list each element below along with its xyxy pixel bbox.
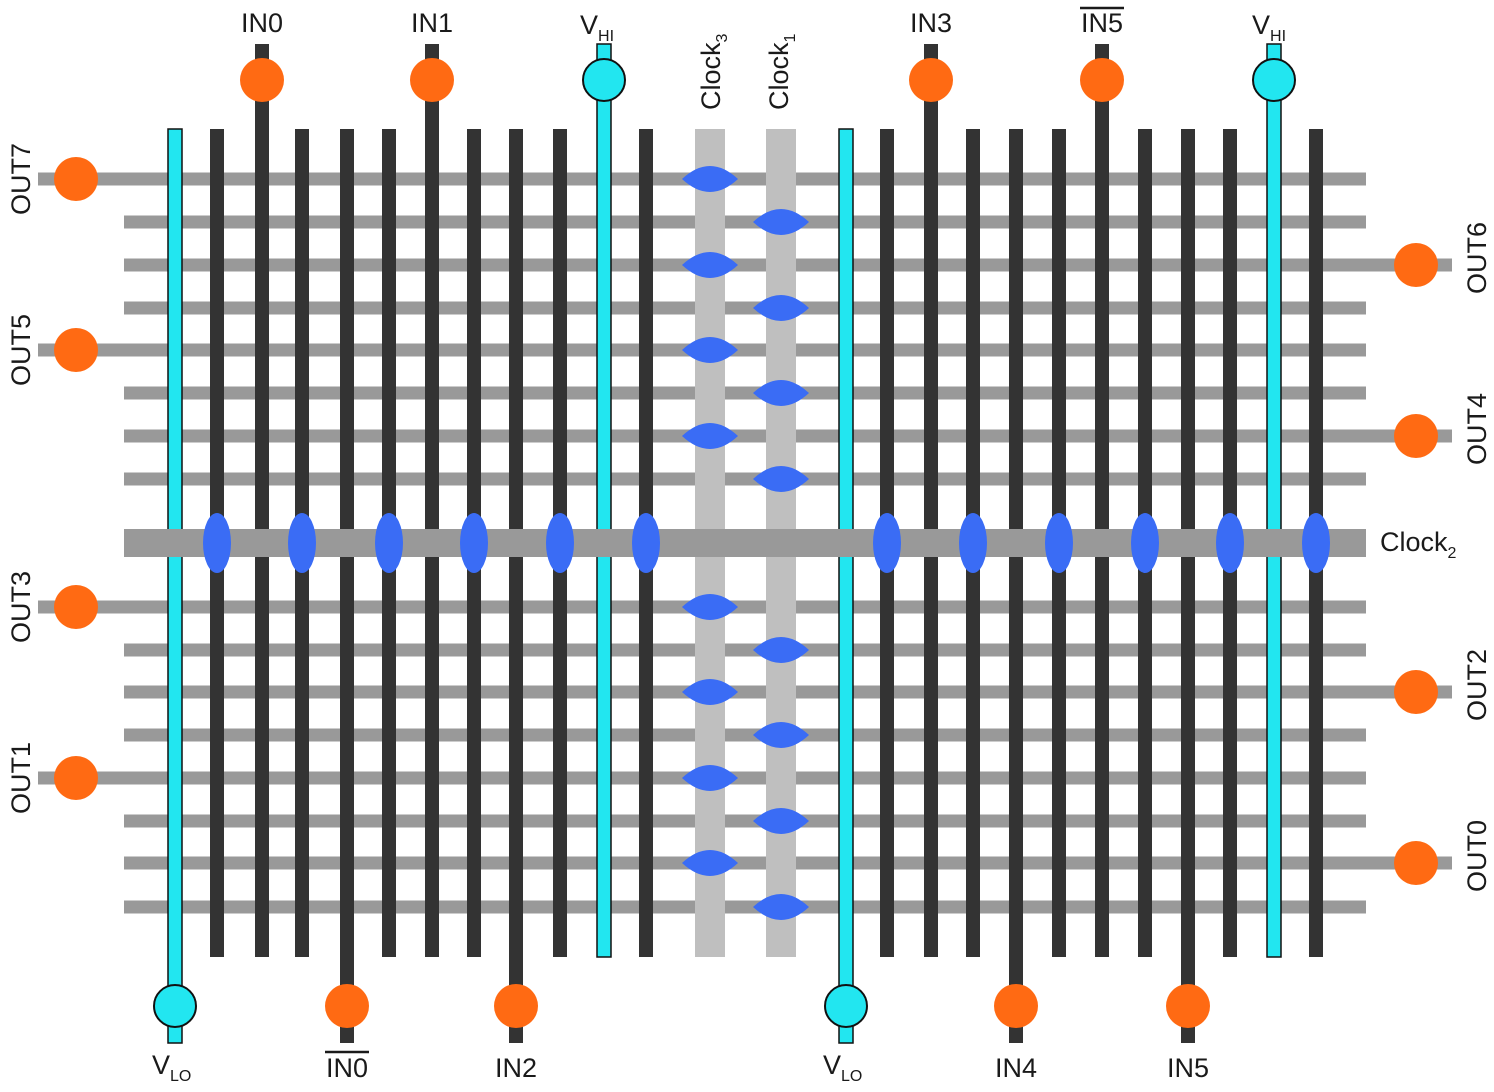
junction: [873, 513, 901, 573]
label-vlo-mid: VLO: [823, 1050, 862, 1085]
output-label: OUT4: [1462, 393, 1492, 465]
label-in3: IN3: [910, 8, 952, 38]
output-label: OUT5: [6, 314, 36, 386]
label-in2: IN2: [495, 1053, 537, 1083]
junction: [1045, 513, 1073, 573]
output-label: OUT1: [6, 742, 36, 814]
output-label: OUT3: [6, 571, 36, 643]
junction: [1216, 513, 1244, 573]
junction: [753, 209, 809, 235]
junction: [753, 722, 809, 748]
junction: [753, 466, 809, 492]
label-clock3: Clock3: [696, 33, 731, 110]
io-pad: [240, 58, 284, 102]
junction: [682, 765, 738, 791]
output-label: OUT6: [1462, 222, 1492, 294]
power-rail: [1266, 43, 1282, 958]
io-pad: [1166, 984, 1210, 1028]
power-rail: [838, 128, 854, 1044]
label-in0bar: IN0: [326, 1053, 368, 1083]
junction: [203, 513, 231, 573]
io-pad: [54, 756, 98, 800]
label-in5bar: IN5: [1081, 8, 1123, 38]
io-pad: [1394, 670, 1438, 714]
io-pad: [1394, 243, 1438, 287]
power-pad: [1252, 58, 1296, 102]
io-pad: [54, 328, 98, 372]
junction: [682, 594, 738, 620]
junction: [288, 513, 316, 573]
label-in4: IN4: [995, 1053, 1037, 1083]
io-pad: [325, 984, 369, 1028]
io-pad: [494, 984, 538, 1028]
io-pad: [54, 157, 98, 201]
junction: [1302, 513, 1330, 573]
junction: [682, 337, 738, 363]
label-in5: IN5: [1167, 1053, 1209, 1083]
label-in1: IN1: [411, 8, 453, 38]
junction: [682, 423, 738, 449]
label-vhi-right: VHI: [1252, 10, 1286, 45]
junction: [682, 166, 738, 192]
junction: [546, 513, 574, 573]
label-in0: IN0: [241, 8, 283, 38]
junction: [632, 513, 660, 573]
output-label: OUT2: [1462, 649, 1492, 721]
power-rail: [596, 43, 612, 958]
junction: [753, 894, 809, 920]
junction: [375, 513, 403, 573]
junction: [1131, 513, 1159, 573]
junction: [753, 637, 809, 663]
label-clock1: Clock1: [764, 33, 799, 110]
junction: [753, 380, 809, 406]
label-vlo-left: VLO: [152, 1050, 191, 1085]
io-pad: [1394, 841, 1438, 885]
junction: [682, 252, 738, 278]
junction: [753, 808, 809, 834]
junction: [959, 513, 987, 573]
label-clock2: Clock2: [1380, 527, 1457, 562]
output-label: OUT0: [1462, 820, 1492, 892]
io-pad: [909, 58, 953, 102]
power-pad: [824, 984, 868, 1028]
power-pad: [582, 58, 626, 102]
power-rail: [167, 128, 183, 1044]
io-pad: [1394, 414, 1438, 458]
label-vhi-left: VHI: [580, 10, 614, 45]
junction: [460, 513, 488, 573]
io-pad: [1080, 58, 1124, 102]
power-pad: [153, 984, 197, 1028]
output-label: OUT7: [6, 143, 36, 215]
io-pad: [994, 984, 1038, 1028]
io-pad: [410, 58, 454, 102]
junction: [682, 850, 738, 876]
io-pad: [54, 585, 98, 629]
junction: [753, 295, 809, 321]
junction: [682, 679, 738, 705]
